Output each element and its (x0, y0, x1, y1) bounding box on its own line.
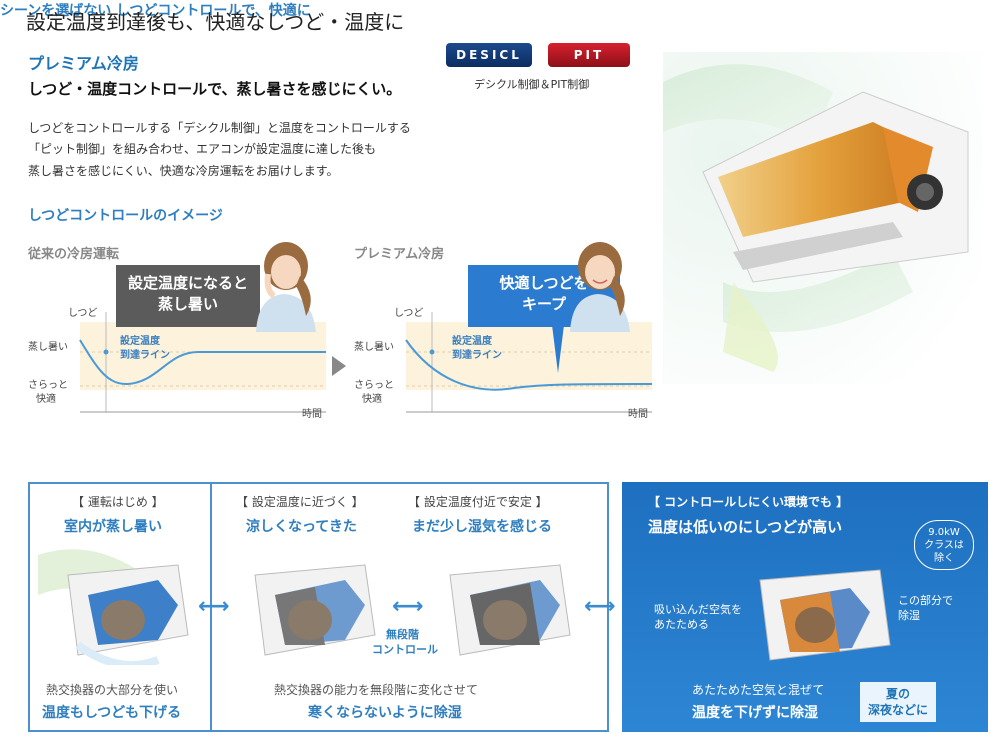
summer-night-badge-line-1: 夏の (885, 687, 910, 701)
y-low-label-2: 快適 (36, 392, 56, 405)
y-low-label-2-right: 快適 (362, 392, 382, 405)
step-2-title: 涼しくなってきた (246, 519, 357, 535)
scene-divider (210, 482, 212, 732)
premium-cooling-title: プレミアム冷房 (354, 247, 445, 262)
scene-heading: シーンを選ばない しつどコントロールで、快適に (0, 3, 311, 19)
line-label-1-right: 設定温度 (452, 334, 493, 347)
bubble-pointer-icon (552, 325, 564, 373)
bottom-mid-text: 熱交換器の能力を無段階に変化させて (274, 683, 479, 697)
double-arrow-icon-2: ⟷ (392, 594, 424, 619)
conventional-bubble: 設定温度になると 蒸し暑い (116, 265, 260, 327)
x-axis-label-right: 時間 (628, 408, 648, 420)
summer-night-badge-line-2: 深夜などに (867, 703, 928, 717)
intro-line-2: 「ピット制御」を組み合わせ、エアコンが設定温度に達した後も (28, 142, 377, 156)
blue-right-note-2: 除湿 (898, 609, 920, 622)
pit-badge: PIT (548, 43, 630, 67)
class-note: 9.0kW クラスは 除く (914, 520, 974, 570)
blue-panel-title: 温度は低いのにしつどが高い (648, 518, 843, 536)
blue-right-note-1: この部分で (898, 594, 953, 607)
premium-subtitle: しつど・温度コントロールで、蒸し暑さを感じにくい。 (28, 80, 402, 98)
y-high-label-right: 蒸し暑い (354, 341, 394, 353)
line-label-2-right: 到達ライン (452, 348, 502, 361)
y-low-label-1-right: さらっと (354, 379, 394, 391)
conventional-graph: しつど 蒸し暑い さらっと 快適 時間 設定温度 到達ライン (28, 307, 326, 420)
blue-bottom-strong: 温度を下げずに除湿 (692, 705, 818, 721)
intro-line-3: 蒸し暑さを感じにくい、快適な冷房運転をお届けします。 (28, 164, 339, 178)
page-headline: 設定温度到達後も、快適なしつど・温度に (26, 10, 405, 34)
y-axis-label-right: しつど (394, 307, 423, 319)
class-note-line-2: クラスは (924, 540, 964, 551)
bottom-mid-strong: 寒くならないように除湿 (308, 705, 462, 721)
desicl-badge: DESICL (446, 43, 532, 67)
y-low-label-1: さらっと (28, 379, 68, 391)
unit-illustration-2 (254, 564, 376, 656)
humidity-image-heading: しつどコントロールのイメージ (28, 208, 223, 224)
woman-comfortable-illustration (570, 242, 630, 332)
badge-caption: デシクル制御＆PIT制御 (474, 78, 590, 91)
double-arrow-icon-3: ⟷ (584, 594, 616, 619)
premium-graph: しつど 蒸し暑い さらっと 快適 時間 設定温度 到達ライン (354, 307, 653, 420)
step-1-label: 【 運転はじめ 】 (72, 495, 164, 509)
unit-illustration-3 (449, 564, 571, 656)
conventional-bubble-line-1: 設定温度になると (127, 274, 248, 292)
step-1-title: 室内が蒸し暑い (64, 519, 162, 535)
line-label-1: 設定温度 (120, 334, 161, 347)
y-axis-label: しつど (68, 307, 97, 319)
intro-line-1: しつどをコントロールする「デシクル制御」と温度をコントロールする (28, 121, 411, 135)
y-high-label: 蒸し暑い (28, 341, 68, 353)
bottom-left-strong: 温度もしつども下げる (42, 705, 182, 721)
bottom-left-text: 熱交換器の大部分を使い (46, 683, 179, 697)
line-label-2: 到達ライン (120, 348, 170, 361)
unit-illustration-4 (759, 569, 891, 661)
blue-bottom-text: あたためた空気と混ぜて (692, 683, 825, 697)
aircon-hero-image (663, 52, 983, 384)
unit-illustration-1 (38, 549, 189, 665)
x-axis-label: 時間 (302, 408, 322, 420)
premium-bubble-line-2: キープ (521, 295, 567, 313)
double-arrow-icon-1: ⟷ (198, 594, 230, 619)
blue-left-note-1: 吸い込んだ空気を (654, 603, 742, 616)
graph-arrow-icon (332, 356, 346, 376)
premium-title: プレミアム冷房 (28, 54, 139, 73)
conventional-cooling-title: 従来の冷房運転 (28, 247, 120, 262)
summer-night-badge: 夏の 深夜などに (860, 682, 936, 722)
step-3-label: 【 設定温度付近で安定 】 (408, 495, 548, 509)
premium-bubble-line-1: 快適しつどを (499, 274, 589, 292)
stepless-label-2: コントロール (372, 643, 438, 656)
conventional-bubble-line-2: 蒸し暑い (157, 295, 218, 313)
stepless-label-1: 無段階 (386, 628, 419, 641)
woman-uncomfortable-illustration (256, 242, 316, 332)
blue-panel-label: 【 コントロールしにくい環境でも 】 (648, 495, 849, 509)
blue-left-note-2: あたためる (654, 618, 709, 631)
class-note-line-3: 除く (934, 553, 954, 564)
step-2-label: 【 設定温度に近づく 】 (236, 495, 364, 509)
step-3-title: まだ少し湿気を感じる (412, 519, 552, 535)
class-note-line-1: 9.0kW (928, 527, 960, 538)
